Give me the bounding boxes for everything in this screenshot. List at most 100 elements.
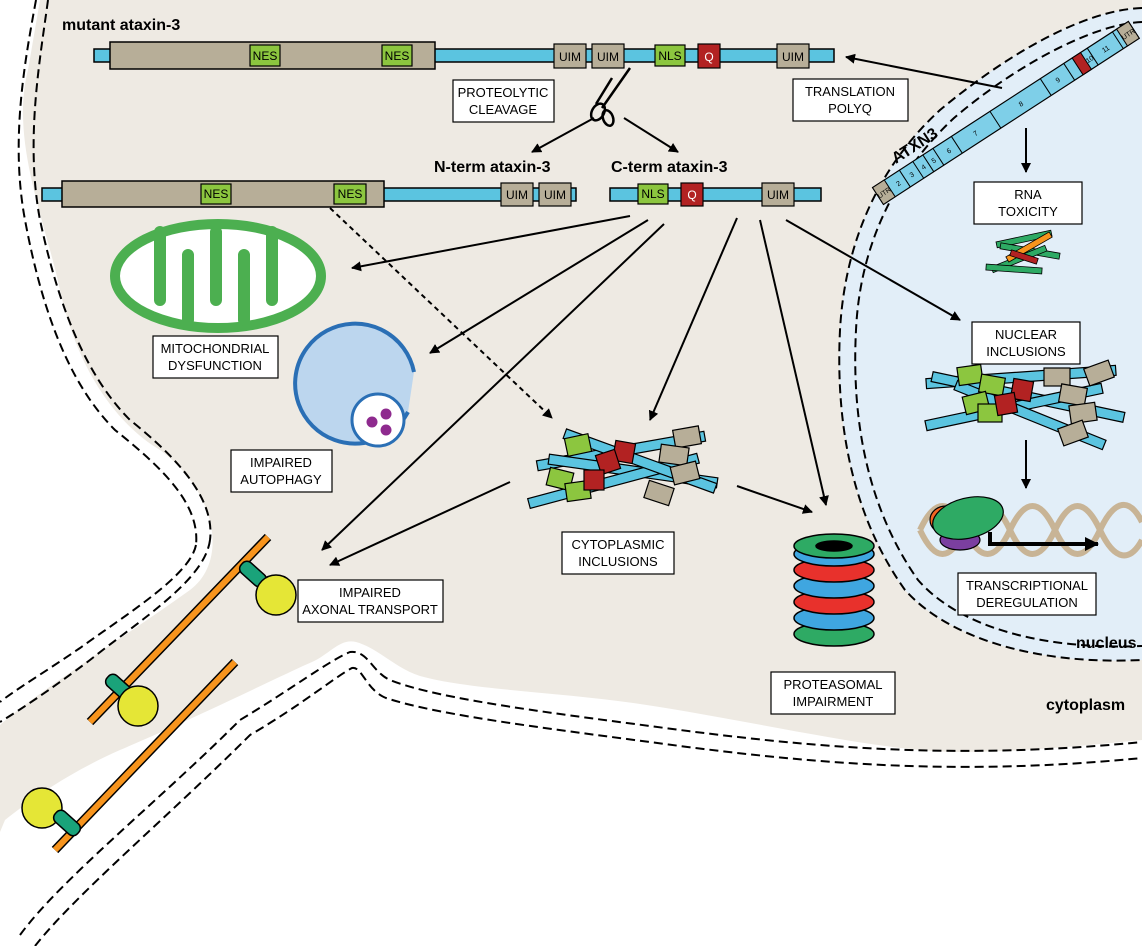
arrow-to-autophagy bbox=[429, 219, 649, 354]
nls-domain bbox=[637, 183, 669, 205]
nes-label: NES bbox=[204, 187, 229, 201]
mitochondrial-label-line2: DYSFUNCTION bbox=[168, 358, 262, 373]
mitochondrial-box bbox=[152, 335, 279, 379]
translation-label-line1: TRANSLATION bbox=[805, 84, 895, 99]
rna-toxicity-label-line1: RNA bbox=[1014, 187, 1042, 202]
autophagy-label-line2: AUTOPHAGY bbox=[240, 472, 322, 487]
exon-3: 3 bbox=[909, 171, 916, 179]
arrow-to-axon-2 bbox=[329, 481, 511, 566]
nes-domain bbox=[249, 44, 281, 67]
proteasome-icon bbox=[793, 533, 875, 647]
proteasomal-box bbox=[770, 671, 896, 715]
q-label: Q bbox=[704, 50, 713, 64]
rna-toxicity-label-line2: TOXICITY bbox=[998, 204, 1058, 219]
nuclear-inclusions-box bbox=[971, 321, 1081, 365]
transcription-factor-icon bbox=[929, 496, 1004, 551]
arrow-to-proteasome-2 bbox=[736, 485, 813, 514]
axonal-label-line2: AXONAL TRANSPORT bbox=[302, 602, 438, 617]
translation-box bbox=[792, 78, 909, 122]
exon-2: 2 bbox=[895, 180, 902, 188]
arrow-to-mitochondria bbox=[351, 215, 631, 272]
nes-domain bbox=[333, 183, 367, 205]
polyq-expansion bbox=[1071, 51, 1093, 76]
nls-label: NLS bbox=[641, 187, 664, 201]
atxn3-gene: UTR 2 3 4 5 6 7 8 9 10 11 UTR bbox=[871, 20, 1141, 206]
nes-domain bbox=[200, 183, 232, 205]
proteolytic-label-line2: CLEAVAGE bbox=[469, 102, 537, 117]
uim-domain bbox=[538, 182, 572, 207]
cytoplasm-label: cytoplasm bbox=[1046, 697, 1125, 714]
autophagosome-icon bbox=[293, 321, 416, 448]
transcriptional-label-line1: TRANSCRIPTIONAL bbox=[966, 578, 1088, 593]
uim-label: UIM bbox=[559, 50, 581, 64]
polyq-domain bbox=[697, 43, 721, 69]
polyq-domain bbox=[680, 182, 704, 207]
exon-4: 4 bbox=[921, 164, 928, 172]
axon-membrane-bottom-inner bbox=[19, 650, 1142, 936]
arrow-to-axon-1 bbox=[321, 223, 665, 551]
transcription-arrow bbox=[988, 532, 1099, 551]
proteasomal-label-line1: PROTEASOMAL bbox=[784, 677, 883, 692]
nls-domain bbox=[654, 44, 686, 67]
nes-label: NES bbox=[253, 49, 278, 63]
arrow-nterm-to-cytoplasmic-dashed bbox=[329, 207, 553, 419]
rna-aggregate-icon bbox=[985, 229, 1061, 275]
autophagy-label-line1: IMPAIRED bbox=[250, 455, 312, 470]
nuclear-inclusion-aggregate bbox=[924, 359, 1126, 451]
cytoplasmic-inclusions-box bbox=[561, 531, 675, 575]
uim-domain bbox=[553, 43, 587, 69]
uim-domain bbox=[591, 43, 625, 69]
q-label: Q bbox=[687, 188, 696, 202]
nterm-label: N-term ataxin-3 bbox=[434, 159, 551, 176]
exon-10: 10 bbox=[1085, 55, 1095, 65]
uim-label: UIM bbox=[782, 50, 804, 64]
arrow-to-proteasome-1 bbox=[759, 219, 829, 506]
uim-label: UIM bbox=[544, 188, 566, 202]
mitochondrial-label-line1: MITOCHONDRIAL bbox=[161, 341, 270, 356]
exon-6: 6 bbox=[946, 147, 953, 155]
nuclear-envelope-outer bbox=[838, 7, 1142, 662]
arrow-to-cterm bbox=[623, 117, 679, 153]
transcriptional-box bbox=[957, 572, 1097, 616]
nuclear-label-line1: NUCLEAR bbox=[995, 327, 1057, 342]
cytoplasmic-inclusion-aggregate bbox=[526, 425, 719, 510]
cell-membrane-outer bbox=[17, 0, 198, 546]
proteolytic-cleavage-box bbox=[452, 79, 555, 123]
uim-label: UIM bbox=[506, 188, 528, 202]
arrow-to-nterm bbox=[531, 117, 595, 153]
exon-9: 9 bbox=[1055, 77, 1062, 85]
autophagy-box bbox=[230, 449, 333, 493]
translation-label-line2: POLYQ bbox=[828, 101, 872, 116]
nes-label: NES bbox=[385, 49, 410, 63]
cytoplasmic-label-line1: CYTOPLASMIC bbox=[572, 537, 665, 552]
nls-label: NLS bbox=[658, 49, 681, 63]
mitochondrion-icon bbox=[110, 219, 326, 333]
nes-domain bbox=[381, 44, 413, 67]
axon-membrane-outer bbox=[0, 544, 197, 703]
mutant-ataxin3-protein: NES NES UIM UIM NLS Q UIM bbox=[93, 41, 835, 70]
transcriptional-label-line2: DEREGULATION bbox=[976, 595, 1078, 610]
uim-domain bbox=[761, 182, 795, 207]
proteasomal-label-line2: IMPAIRMENT bbox=[793, 694, 874, 709]
scissors-icon bbox=[589, 67, 632, 127]
uim-label: UIM bbox=[597, 50, 619, 64]
mutant-ataxin3-title: mutant ataxin-3 bbox=[62, 17, 180, 34]
axonal-label-line1: IMPAIRED bbox=[339, 585, 401, 600]
exon-7: 7 bbox=[973, 130, 980, 138]
nes-label: NES bbox=[338, 187, 363, 201]
uim-label: UIM bbox=[767, 188, 789, 202]
axonal-transport-box bbox=[297, 579, 444, 623]
rna-toxicity-box bbox=[973, 181, 1083, 225]
exon-8: 8 bbox=[1018, 101, 1025, 109]
motor-protein-icon bbox=[21, 560, 297, 837]
exon-11: 11 bbox=[1101, 45, 1111, 55]
uim-domain bbox=[776, 43, 810, 69]
proteolytic-label-line1: PROTEOLYTIC bbox=[458, 85, 549, 100]
arrow-to-nuclear-inclusions bbox=[785, 219, 961, 321]
cell-membrane-inner bbox=[32, 0, 212, 541]
arrow-translation bbox=[845, 53, 1003, 89]
exon-5: 5 bbox=[931, 157, 938, 165]
arrow-to-cytoplasmic-inclusions bbox=[648, 217, 738, 421]
cytoplasmic-label-line2: INCLUSIONS bbox=[578, 554, 658, 569]
